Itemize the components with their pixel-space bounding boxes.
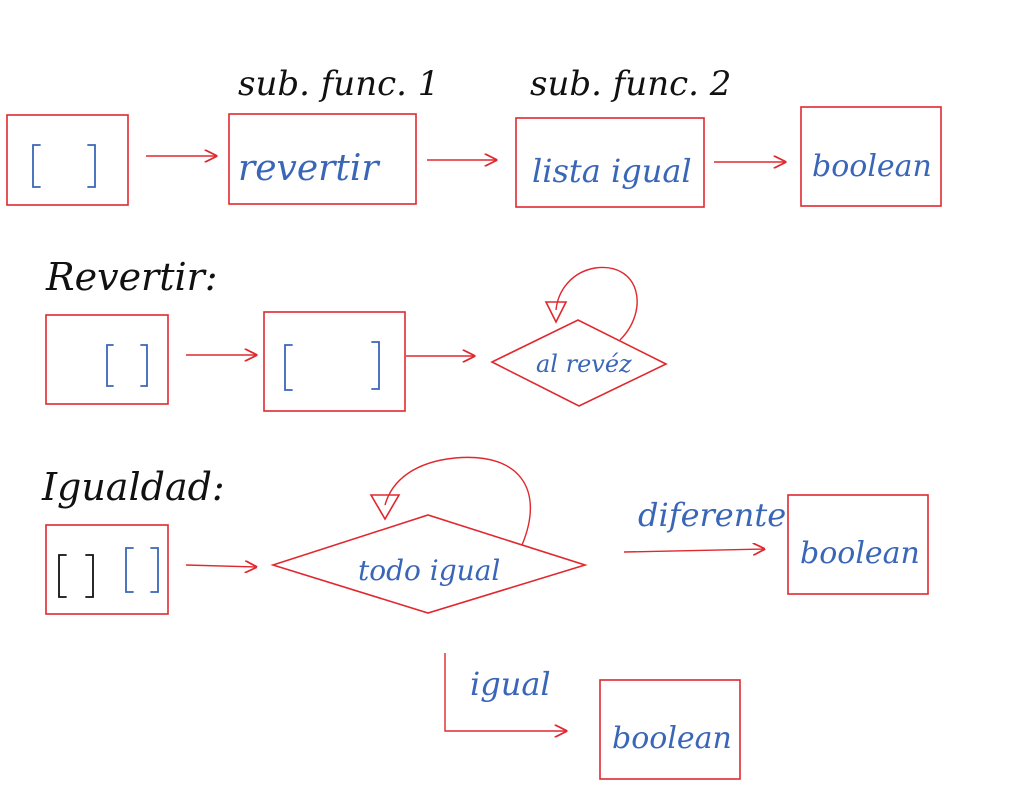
al-reves-label: al revéz <box>536 350 632 378</box>
revertir-node: revertir <box>228 113 417 205</box>
todo-igual-loop-arrow <box>384 456 531 546</box>
revertir-label: revertir <box>238 148 380 189</box>
left-bracket <box>58 554 67 598</box>
sub-func-2-label: sub. func. 2 <box>530 64 731 104</box>
top-boolean-label: boolean <box>812 149 932 184</box>
revertir-input-node <box>45 314 169 405</box>
left-bracket <box>125 547 134 593</box>
igualdad-heading: Igualdad: <box>41 465 225 509</box>
al-reves-decision: al revéz <box>490 319 668 407</box>
boolean-diferente-label: boolean <box>800 536 920 571</box>
todo-igual-decision: todo igual <box>270 514 588 614</box>
al-reves-loop-head <box>544 301 568 324</box>
igual-label: igual <box>470 665 551 703</box>
right-bracket <box>140 344 148 387</box>
todo-igual-loop-head <box>369 494 401 521</box>
al-reves-loop-arrow <box>555 266 638 341</box>
arrow-to-boolean-diferente <box>623 549 764 552</box>
boolean-igual-node: boolean <box>599 679 741 780</box>
arrow-input-to-decision <box>185 565 256 567</box>
arrow-to-boolean-igual <box>444 653 566 731</box>
right-bracket <box>371 341 380 390</box>
top-list-node <box>6 114 129 206</box>
revertir-heading: Revertir: <box>45 255 218 299</box>
todo-igual-label: todo igual <box>358 554 500 587</box>
top-boolean-node: boolean <box>800 106 942 207</box>
left-bracket <box>106 344 114 387</box>
left-bracket <box>32 144 41 188</box>
boolean-diferente-node: boolean <box>787 494 929 595</box>
boolean-igual-label: boolean <box>612 721 732 756</box>
revertir-list-node <box>263 311 406 412</box>
diferente-label: diferente <box>638 496 786 534</box>
left-bracket <box>284 344 293 391</box>
lista-igual-label: lista igual <box>532 152 692 190</box>
sub-func-1-label: sub. func. 1 <box>238 64 439 104</box>
igualdad-input-node <box>45 524 169 615</box>
right-bracket <box>85 554 94 598</box>
right-bracket <box>87 144 96 188</box>
right-bracket <box>150 547 159 593</box>
lista-igual-node: lista igual <box>515 117 705 208</box>
